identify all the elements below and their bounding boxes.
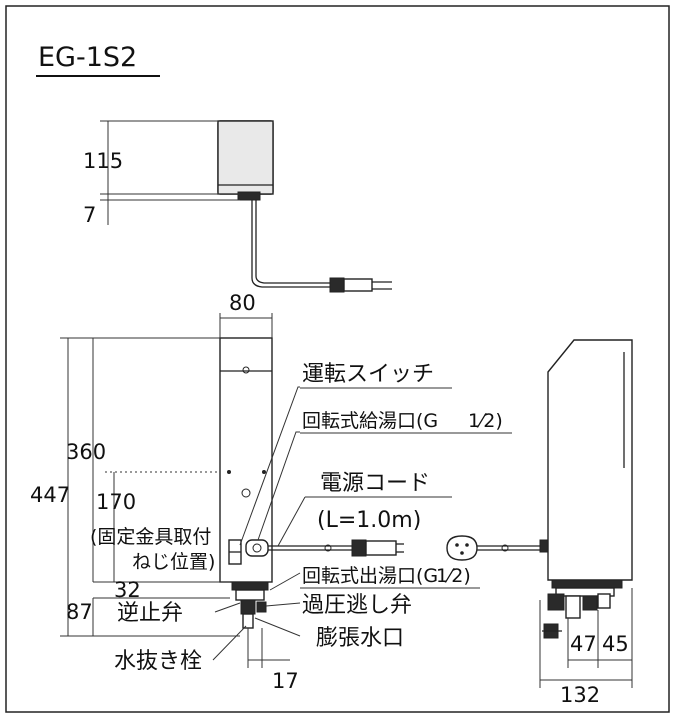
label-rotating-supply: 回転式給湯口(G	[302, 410, 438, 432]
dim-7: 7	[83, 203, 96, 227]
label-rotating-supply-frac: 1⁄2)	[468, 410, 503, 432]
model-title: EG-1S2	[38, 42, 137, 73]
side-unit	[539, 339, 633, 639]
label-rotating-outlet-frac: 1⁄2)	[436, 565, 471, 587]
dim-45: 45	[602, 632, 629, 656]
label-rotating-outlet: 回転式出湯口(G	[302, 565, 438, 587]
label-relief-valve: 過圧逃し弁	[302, 593, 412, 618]
dim-32: 32	[114, 578, 141, 602]
dim-87: 87	[66, 600, 93, 624]
label-drain-plug: 水抜き栓	[114, 649, 202, 674]
dim-115: 115	[83, 149, 123, 173]
front-unit	[219, 337, 273, 629]
label-cord-length: (L=1.0m)	[317, 508, 421, 533]
label-switch: 運転スイッチ	[302, 362, 434, 387]
dim-360: 360	[66, 440, 106, 464]
dim-80: 80	[229, 291, 256, 315]
dim-17: 17	[272, 669, 299, 693]
dim-132: 132	[560, 683, 600, 707]
label-check-valve: 逆止弁	[117, 601, 183, 626]
diagram-border	[5, 5, 670, 713]
mount-note-1: (固定金具取付	[90, 526, 211, 548]
dim-447: 447	[30, 483, 70, 507]
dim-47: 47	[570, 632, 597, 656]
label-expansion-port: 膨張水口	[316, 626, 404, 651]
dim-170: 170	[96, 490, 136, 514]
top-unit	[217, 120, 392, 293]
mount-note-2: ねじ位置)	[132, 551, 215, 573]
label-power-cord: 電源コード	[320, 471, 430, 496]
